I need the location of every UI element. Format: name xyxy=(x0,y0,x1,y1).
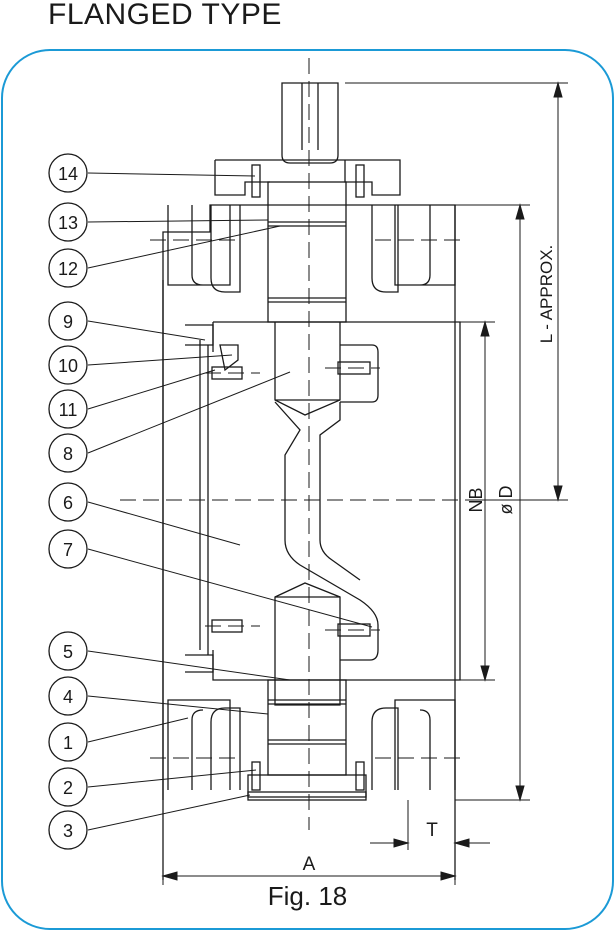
svg-text:11: 11 xyxy=(59,400,78,420)
svg-text:5: 5 xyxy=(63,642,73,662)
callout-5: 5 xyxy=(48,631,88,671)
svg-text:2: 2 xyxy=(63,778,73,798)
callout-11: 11 xyxy=(48,389,88,429)
leader-lines xyxy=(87,172,373,831)
callout-8: 8 xyxy=(48,433,88,473)
callout-13: 13 xyxy=(48,202,88,242)
svg-text:13: 13 xyxy=(58,213,78,233)
callouts: 14 13 12 9 10 11 8 6 7 5 4 1 2 3 xyxy=(48,153,88,850)
callout-10: 10 xyxy=(48,345,88,385)
dimension-lines xyxy=(161,81,568,885)
callout-2: 2 xyxy=(48,767,88,807)
svg-text:10: 10 xyxy=(58,356,78,376)
dim-label-d: ø D xyxy=(496,486,516,515)
valve-body xyxy=(162,82,461,880)
svg-text:8: 8 xyxy=(63,444,73,464)
callout-12: 12 xyxy=(48,248,88,288)
dim-label-nb: NB xyxy=(466,487,486,512)
callout-3: 3 xyxy=(48,810,88,850)
drawing-frame xyxy=(1,49,614,930)
svg-text:7: 7 xyxy=(63,540,73,560)
callout-14: 14 xyxy=(48,153,88,193)
callout-1: 1 xyxy=(48,722,88,762)
svg-text:3: 3 xyxy=(63,821,73,841)
page-title: FLANGED TYPE xyxy=(48,0,282,31)
callout-7: 7 xyxy=(48,529,88,569)
center-lines xyxy=(120,58,470,830)
svg-text:4: 4 xyxy=(63,687,73,707)
svg-text:1: 1 xyxy=(63,733,73,753)
svg-text:14: 14 xyxy=(58,164,78,184)
dim-label-l: L - APPROX. xyxy=(537,245,556,344)
callout-6: 6 xyxy=(48,482,88,522)
dim-label-a: A xyxy=(303,854,316,875)
svg-text:6: 6 xyxy=(63,493,73,513)
svg-text:12: 12 xyxy=(58,259,78,279)
dim-label-t: T xyxy=(426,820,438,841)
callout-9: 9 xyxy=(48,301,88,341)
callout-4: 4 xyxy=(48,676,88,716)
figure-caption: Fig. 18 xyxy=(267,881,348,911)
svg-text:9: 9 xyxy=(63,312,73,332)
